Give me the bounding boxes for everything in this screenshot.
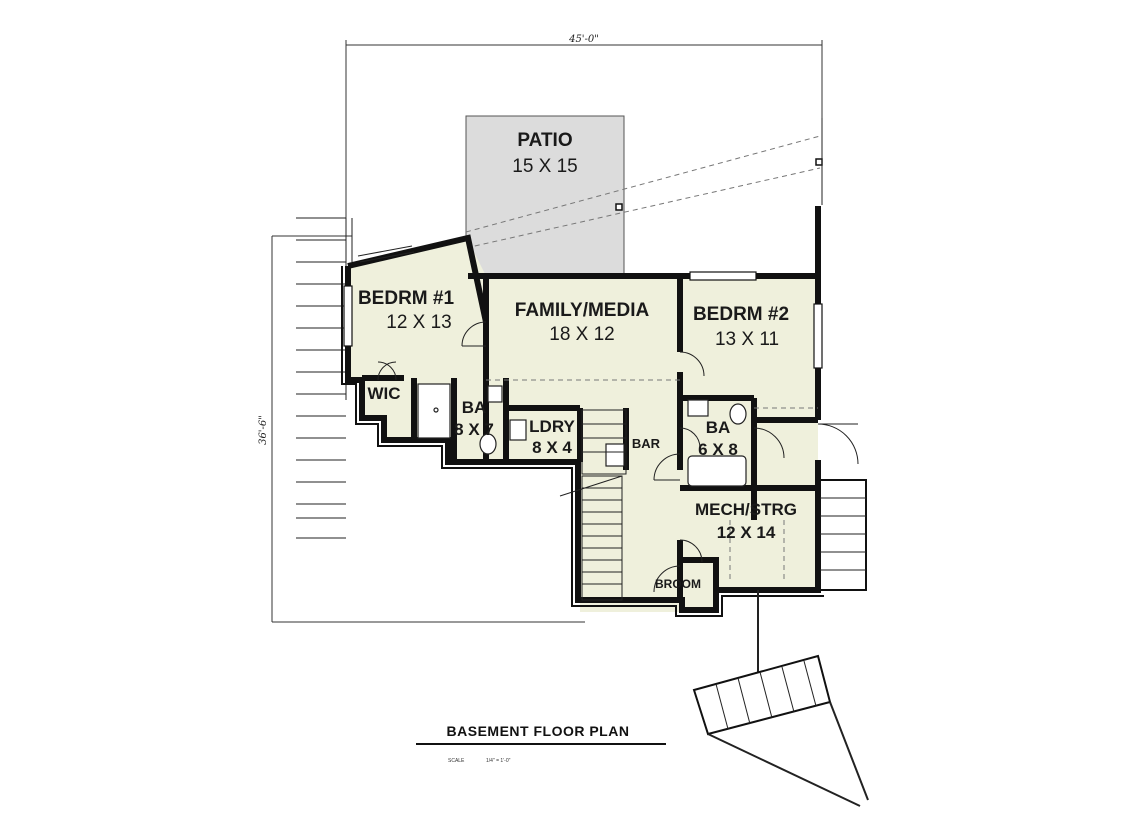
room-bath1-label: BA 8 X 7 — [454, 398, 494, 439]
left-terrace-lines — [296, 217, 353, 539]
exterior-stairs-lower — [692, 590, 869, 807]
family-size: 18 X 12 — [549, 324, 615, 345]
mech-size: 12 X 14 — [717, 523, 776, 542]
patio-name: PATIO — [517, 130, 572, 151]
width-dimension: 45'-0" — [568, 34, 599, 45]
projection-lines — [465, 118, 823, 249]
laundry-size: 8 X 4 — [532, 438, 572, 457]
family-name: FAMILY/MEDIA — [515, 300, 650, 321]
doors — [377, 321, 859, 593]
outer-outline — [341, 266, 824, 617]
room-bedroom2-label: BEDRM #2 13 X 11 — [693, 304, 789, 350]
depth-dimension: 36'-6" — [258, 415, 269, 445]
bath2-name: BA — [706, 418, 731, 437]
room-patio-label: PATIO 15 X 15 — [512, 130, 578, 177]
bath1-name: BA — [462, 398, 487, 417]
room-mech-label: MECH/STRG 12 X 14 — [695, 500, 797, 542]
bedroom1-size: 12 X 13 — [386, 312, 452, 333]
windows — [343, 245, 823, 369]
laundry-name: LDRY — [529, 417, 575, 436]
bar-label: BAR — [632, 436, 661, 451]
wic-label: WIC — [367, 384, 400, 403]
room-bedroom1-label: BEDRM #1 12 X 13 — [358, 288, 455, 333]
scale-value: 1/4" = 1'-0" — [486, 758, 511, 764]
bath2-size: 6 X 8 — [698, 440, 738, 459]
room-family-label: FAMILY/MEDIA 18 X 12 — [515, 300, 650, 345]
room-bath2-label: BA 6 X 8 — [698, 418, 738, 459]
bedroom2-size: 13 X 11 — [715, 329, 779, 350]
plan-title: BASEMENT FLOOR PLAN — [447, 723, 630, 739]
bath1-size: 8 X 7 — [454, 420, 494, 439]
scale-label: SCALE — [448, 758, 465, 764]
interior-stairs — [559, 409, 627, 601]
zone-dashes — [486, 379, 818, 580]
exterior-stairs-right — [819, 479, 867, 591]
broom-label: BROOM — [655, 577, 701, 591]
bedroom1-name: BEDRM #1 — [358, 288, 455, 309]
title-block: BASEMENT FLOOR PLAN SCALE 1/4" = 1'-0" — [416, 723, 666, 764]
bedroom2-name: BEDRM #2 — [693, 304, 789, 325]
bath-fixtures — [417, 383, 747, 487]
patio-size: 15 X 15 — [512, 156, 578, 177]
room-laundry-label: LDRY 8 X 4 — [529, 417, 575, 457]
mech-name: MECH/STRG — [695, 500, 797, 519]
site-boundary — [271, 40, 823, 623]
